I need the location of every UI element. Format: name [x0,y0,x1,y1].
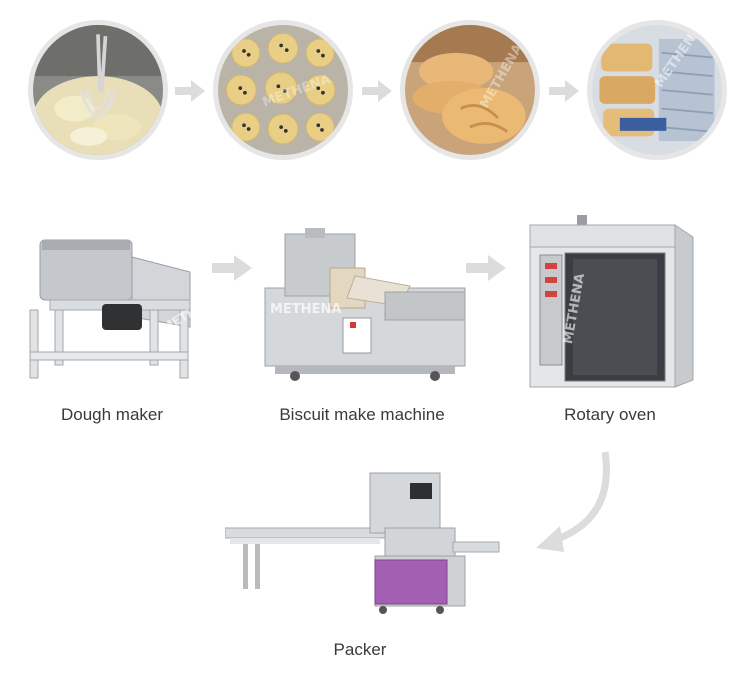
watermark-text: METHENA [270,302,341,317]
rotary-oven-machine: METHENA [525,215,695,390]
step-label-biscuit-make-machine: Biscuit make machine [279,405,445,424]
packer-machine [225,468,505,618]
curved-arrow-icon [530,448,620,558]
step-label-rotary-oven: Rotary oven [564,405,656,424]
arrow-right-icon [175,80,205,102]
mixing-bowl-photo [28,20,168,160]
arrow-right-icon [466,255,506,281]
step-label-packer: Packer [333,640,387,659]
arrow-right-icon [212,255,252,281]
baked-cookies-photo: METHENA [400,20,540,160]
arrow-right-icon [549,80,579,102]
arrow-right-icon [362,80,392,102]
biscuit-make-machine: METHENA [255,228,475,388]
step-label-dough-maker: Dough maker [60,405,164,424]
packaged-cookies-photo: METHENA [587,20,727,160]
sesame-cookies-photo: METHENA [213,20,353,160]
dough-maker-machine: METHENA [20,232,195,382]
